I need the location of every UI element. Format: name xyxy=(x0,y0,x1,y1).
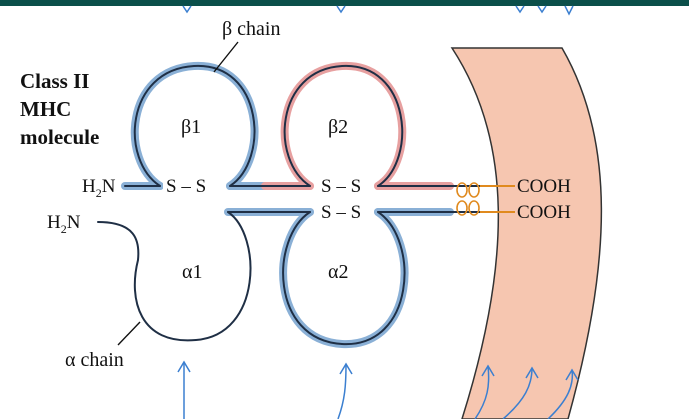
cell-membrane xyxy=(450,47,603,419)
h2n-bottom-label: H2N xyxy=(47,212,81,236)
disulfide-alpha2: S – S xyxy=(321,202,361,223)
alpha-chain xyxy=(97,211,501,346)
alpha2-label: α2 xyxy=(328,261,348,283)
beta1-label: β1 xyxy=(181,116,201,138)
alpha-chain-label: α chain xyxy=(65,349,124,371)
header-bar xyxy=(0,0,689,6)
alpha1-label: α1 xyxy=(182,261,202,283)
alpha-chain-pointer xyxy=(117,321,141,346)
cooh-top-label: COOH xyxy=(517,176,571,197)
cooh-bottom-label: COOH xyxy=(517,202,571,223)
bottom-arrows xyxy=(177,360,579,419)
molecule-name-line3: molecule xyxy=(20,125,99,149)
molecule-name-line2: MHC xyxy=(20,97,71,121)
beta-chain-label: β chain xyxy=(222,18,281,40)
molecule-name-line1: Class II xyxy=(20,69,89,93)
beta-chain-pointer xyxy=(213,41,239,73)
transmembrane-coils xyxy=(456,182,480,216)
disulfide-beta1: S – S xyxy=(166,176,206,197)
disulfide-beta2: S – S xyxy=(321,176,361,197)
top-arrow-tips xyxy=(182,5,574,16)
beta-chain xyxy=(124,64,501,187)
beta2-label: β2 xyxy=(328,116,348,138)
h2n-top-label: H2N xyxy=(82,176,116,200)
